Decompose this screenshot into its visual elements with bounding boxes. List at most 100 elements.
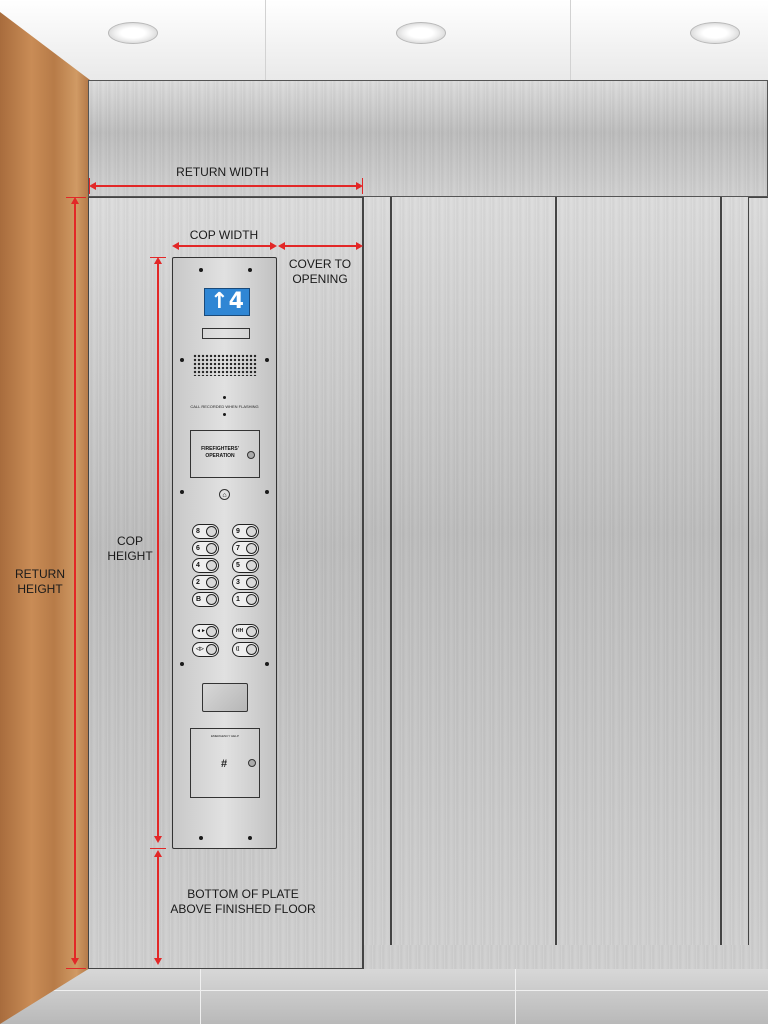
screw bbox=[248, 836, 252, 840]
arrow-right-icon bbox=[270, 242, 277, 250]
card-slot bbox=[202, 328, 250, 339]
floor bbox=[0, 968, 768, 1024]
phone-header-text: EMERGENCY HELP bbox=[211, 734, 239, 738]
dimension-tick bbox=[66, 968, 86, 969]
firefighter-label-line: OPERATION bbox=[205, 453, 235, 459]
floor-button[interactable]: 8 bbox=[192, 524, 219, 539]
floor-button-label: 1 bbox=[236, 596, 240, 603]
ceiling-light bbox=[108, 22, 158, 44]
button-ring bbox=[246, 644, 257, 655]
floor-button[interactable]: 6 bbox=[192, 541, 219, 556]
arrow-down-icon bbox=[154, 958, 162, 965]
ceiling-light bbox=[396, 22, 446, 44]
speaker-grille bbox=[193, 354, 257, 376]
door-close-button[interactable]: ◁▷ bbox=[192, 642, 219, 657]
keyhole-icon[interactable] bbox=[248, 759, 256, 767]
button-ring bbox=[246, 626, 257, 637]
screw bbox=[180, 358, 184, 362]
elevator-door-right bbox=[556, 197, 721, 945]
keyhole-icon[interactable] bbox=[247, 451, 255, 459]
cover-to-opening-line bbox=[282, 245, 358, 247]
button-ring bbox=[246, 560, 257, 571]
screw bbox=[199, 268, 203, 272]
door-close-icon: ◁▷ bbox=[196, 646, 204, 652]
floor-button[interactable]: 9 bbox=[232, 524, 259, 539]
screw bbox=[199, 836, 203, 840]
wood-side-wall bbox=[0, 12, 90, 1024]
arrow-down-icon bbox=[71, 958, 79, 965]
hold-button[interactable]: HH bbox=[232, 624, 259, 639]
button-ring bbox=[206, 577, 217, 588]
screw bbox=[265, 490, 269, 494]
floor-button[interactable]: 5 bbox=[232, 558, 259, 573]
transom-panel bbox=[88, 80, 768, 197]
floor-button-label: 9 bbox=[236, 528, 240, 535]
arrow-left-icon bbox=[172, 242, 179, 250]
arrow-up-icon bbox=[71, 197, 79, 204]
bottom-of-plate-line bbox=[157, 855, 159, 961]
floor-button-label: 7 bbox=[236, 545, 240, 552]
floor-button-label: 4 bbox=[196, 562, 200, 569]
button-ring bbox=[206, 526, 217, 537]
arrow-up-icon bbox=[154, 257, 162, 264]
floor-button[interactable]: 1 bbox=[232, 592, 259, 607]
elevator-door-left bbox=[391, 197, 556, 945]
hold-icon: HH bbox=[236, 628, 244, 634]
cover-to-opening-line-2: OPENING bbox=[292, 272, 348, 286]
button-ring bbox=[246, 577, 257, 588]
floor-seam bbox=[200, 968, 201, 1024]
emergency-phone-box[interactable]: EMERGENCY HELP # bbox=[190, 728, 260, 798]
return-height-line bbox=[74, 202, 76, 960]
arrow-right-icon bbox=[356, 182, 363, 190]
screw bbox=[248, 268, 252, 272]
button-ring bbox=[246, 526, 257, 537]
bottom-of-plate-label: BOTTOM OF PLATE ABOVE FINISHED FLOOR bbox=[168, 887, 318, 917]
floor-button[interactable]: 4 bbox=[192, 558, 219, 573]
card-reader-icon[interactable] bbox=[202, 683, 248, 712]
screw bbox=[265, 358, 269, 362]
floor-button[interactable]: B bbox=[192, 592, 219, 607]
sill-edge bbox=[363, 945, 364, 969]
return-width-line bbox=[92, 185, 358, 187]
ceiling-seam bbox=[265, 0, 266, 80]
return-height-label: RETURN HEIGHT bbox=[8, 567, 72, 597]
door-open-button[interactable]: ◄► bbox=[192, 624, 219, 639]
return-height-line-2: HEIGHT bbox=[17, 582, 63, 596]
button-ring bbox=[206, 543, 217, 554]
firefighter-service-box: FIREFIGHTERS' OPERATION bbox=[190, 430, 260, 478]
ceiling-seam bbox=[570, 0, 571, 80]
floor-button-label: 3 bbox=[236, 579, 240, 586]
cover-to-opening-line-1: COVER TO bbox=[288, 257, 352, 271]
dimension-tick bbox=[362, 178, 363, 194]
floor-number: 4 bbox=[228, 289, 244, 314]
car-operating-panel: ↑4 CALL RECORDED WHEN FLASHING FIREFIGHT… bbox=[172, 257, 277, 849]
cop-height-line-2: HEIGHT bbox=[107, 549, 153, 563]
bottom-of-plate-line-1: BOTTOM OF PLATE bbox=[187, 887, 299, 901]
dimension-tick bbox=[150, 257, 166, 258]
hash-icon: # bbox=[221, 758, 228, 770]
hinge-jamb bbox=[721, 197, 749, 945]
ceiling bbox=[0, 0, 768, 80]
alarm-button[interactable]: (( bbox=[232, 642, 259, 657]
cop-height-line bbox=[157, 262, 159, 840]
floor-button-label: 5 bbox=[236, 562, 240, 569]
floor-button[interactable]: 3 bbox=[232, 575, 259, 590]
up-arrow-icon: ↑ bbox=[210, 289, 229, 314]
firefighter-label: FIREFIGHTERS' OPERATION bbox=[197, 446, 243, 460]
dimension-tick bbox=[89, 178, 90, 194]
button-ring bbox=[206, 644, 217, 655]
strike-jamb bbox=[363, 197, 391, 945]
floor-button[interactable]: 7 bbox=[232, 541, 259, 556]
dimension-tick bbox=[66, 197, 86, 198]
cop-width-label: COP WIDTH bbox=[189, 228, 259, 242]
arrow-up-icon bbox=[154, 850, 162, 857]
floor-button-label: 6 bbox=[196, 545, 200, 552]
door-open-icon: ◄► bbox=[196, 628, 206, 634]
cop-height-line-1: COP bbox=[116, 534, 143, 548]
dimension-tick bbox=[150, 848, 166, 849]
cop-height-label: COP HEIGHT bbox=[100, 534, 160, 564]
floor-button[interactable]: 2 bbox=[192, 575, 219, 590]
floor-button-label: 2 bbox=[196, 579, 200, 586]
button-ring bbox=[206, 594, 217, 605]
return-width-label: RETURN WIDTH bbox=[176, 165, 269, 179]
